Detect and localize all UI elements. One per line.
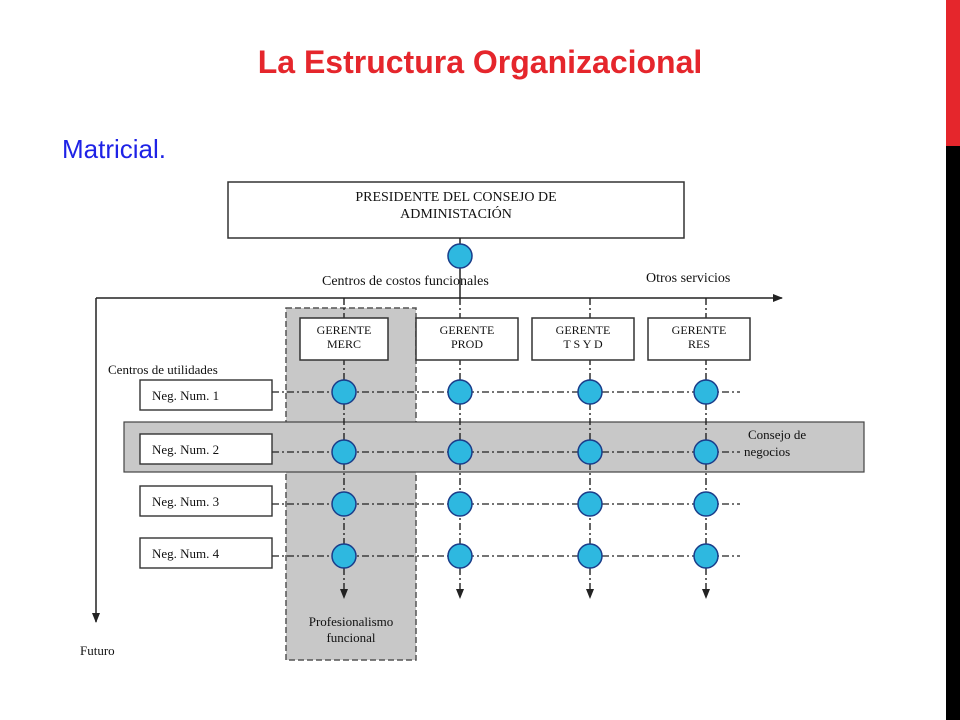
business-label-4: Neg. Num. 4 [152, 546, 220, 561]
functional-prof-label-1: Profesionalismo [309, 614, 394, 629]
future-label: Futuro [80, 643, 115, 658]
node-prod-2 [447, 439, 473, 465]
functional-column-shade [285, 307, 417, 661]
manager-label-res-1: GERENTE [672, 323, 727, 337]
accent-bar-black [946, 146, 960, 720]
business-label-3: Neg. Num. 3 [152, 494, 219, 509]
cost-centers-label: Centros de costos funcionales [322, 274, 489, 289]
business-label-1: Neg. Num. 1 [152, 388, 219, 403]
president-node [447, 243, 473, 269]
manager-label-res-2: RES [688, 337, 710, 351]
manager-box-prod [415, 317, 519, 361]
manager-box-merc [299, 317, 389, 361]
president-label-line1: PRESIDENTE DEL CONSEJO DE [355, 190, 556, 205]
slide-title: La Estructura Organizacional [257, 44, 703, 80]
manager-label-merc-2: MERC [327, 337, 361, 351]
intersection-nodes [331, 243, 719, 569]
manager-label-merc-1: GERENTE [317, 323, 372, 337]
manager-label-tsyd-2: T S Y D [563, 337, 603, 351]
business-box-4 [139, 537, 273, 569]
business-labels: Neg. Num. 1 Neg. Num. 2 Neg. Num. 3 Neg.… [152, 388, 220, 561]
node-tsyd-2 [577, 439, 603, 465]
other-services-label: Otros servicios [646, 271, 730, 286]
business-label-2: Neg. Num. 2 [152, 442, 219, 457]
node-merc-2 [331, 439, 357, 465]
node-prod-1 [447, 379, 473, 405]
president-box [227, 181, 685, 239]
node-prod-4 [447, 543, 473, 569]
node-tsyd-4 [577, 543, 603, 569]
business-council-label-1: Consejo de [748, 427, 806, 442]
node-prod-3 [447, 491, 473, 517]
slide-subtitle: Matricial. [62, 134, 167, 164]
node-res-3 [693, 491, 719, 517]
profit-centers-label: Centros de utilidades [108, 362, 218, 377]
manager-box-res [647, 317, 751, 361]
node-merc-1 [331, 379, 357, 405]
node-res-1 [693, 379, 719, 405]
business-box-3 [139, 485, 273, 517]
manager-label-tsyd-1: GERENTE [556, 323, 611, 337]
manager-label-prod-2: PROD [451, 337, 483, 351]
node-merc-3 [331, 491, 357, 517]
node-res-4 [693, 543, 719, 569]
business-council-label-2: negocios [744, 444, 790, 459]
manager-box-tsyd [531, 317, 635, 361]
business-box-2 [139, 433, 273, 465]
node-res-2 [693, 439, 719, 465]
business-boxes [139, 379, 273, 569]
node-tsyd-3 [577, 491, 603, 517]
business-box-1 [139, 379, 273, 411]
functional-prof-label-2: funcional [326, 630, 375, 645]
accent-bar-red [946, 0, 960, 146]
node-tsyd-1 [577, 379, 603, 405]
manager-labels: GERENTE MERC GERENTE PROD GERENTE T S Y … [317, 323, 727, 351]
president-label-line2: ADMINISTACIÓN [400, 205, 512, 222]
manager-boxes [299, 317, 751, 361]
node-merc-4 [331, 543, 357, 569]
manager-label-prod-1: GERENTE [440, 323, 495, 337]
